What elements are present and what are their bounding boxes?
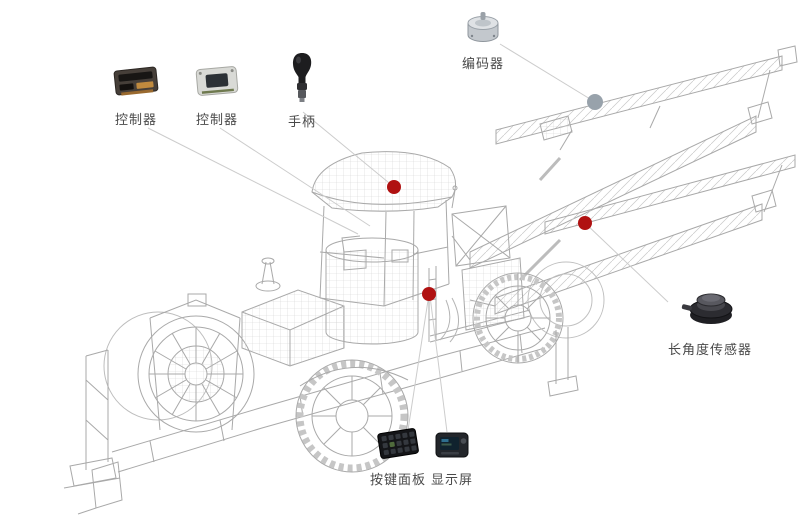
boom-hotspot-dot — [578, 216, 592, 230]
drum-pedestal-group — [325, 237, 419, 345]
encoder-hotspot-dot — [587, 94, 603, 110]
callout-label-joystick: 手柄 — [287, 114, 316, 129]
callout-label-angle-sensor: 长角度传感器 — [667, 342, 752, 357]
joystick-icon — [292, 53, 312, 102]
callout-angle-sensor: 长角度传感器 — [648, 278, 772, 358]
cable-reel-group — [103, 293, 255, 433]
controller-unit-icon — [195, 66, 239, 96]
callout-encoder: 编码器 — [448, 10, 518, 72]
callout-label-keypad: 按键面板 — [369, 472, 426, 487]
callout-label-controller-2: 控制器 — [195, 112, 238, 127]
callout-label-display: 显示屏 — [430, 472, 473, 487]
callout-label-encoder: 编码器 — [461, 56, 504, 71]
leader-lines-group — [147, 43, 669, 433]
callout-joystick: 手柄 — [272, 50, 332, 130]
outrigger-group — [63, 349, 121, 489]
cab-hotspot-dot — [387, 180, 401, 194]
callout-display: 显示屏 — [424, 428, 480, 488]
controller-module-icon — [113, 66, 159, 96]
encoder-icon — [467, 12, 499, 42]
callout-keypad: 按键面板 — [364, 424, 432, 488]
drill-jumbo-group — [63, 45, 798, 515]
chassis-hotspot-dot — [422, 287, 436, 301]
callout-controller-2: 控制器 — [184, 60, 250, 128]
cab-group — [311, 151, 458, 307]
keypad-icon — [377, 428, 419, 459]
angle-sensor-icon — [681, 293, 733, 324]
wheels-group — [295, 261, 605, 473]
display-icon — [435, 432, 469, 458]
callout-label-controller-1: 控制器 — [114, 112, 157, 127]
callout-controller-1: 控制器 — [103, 60, 169, 128]
